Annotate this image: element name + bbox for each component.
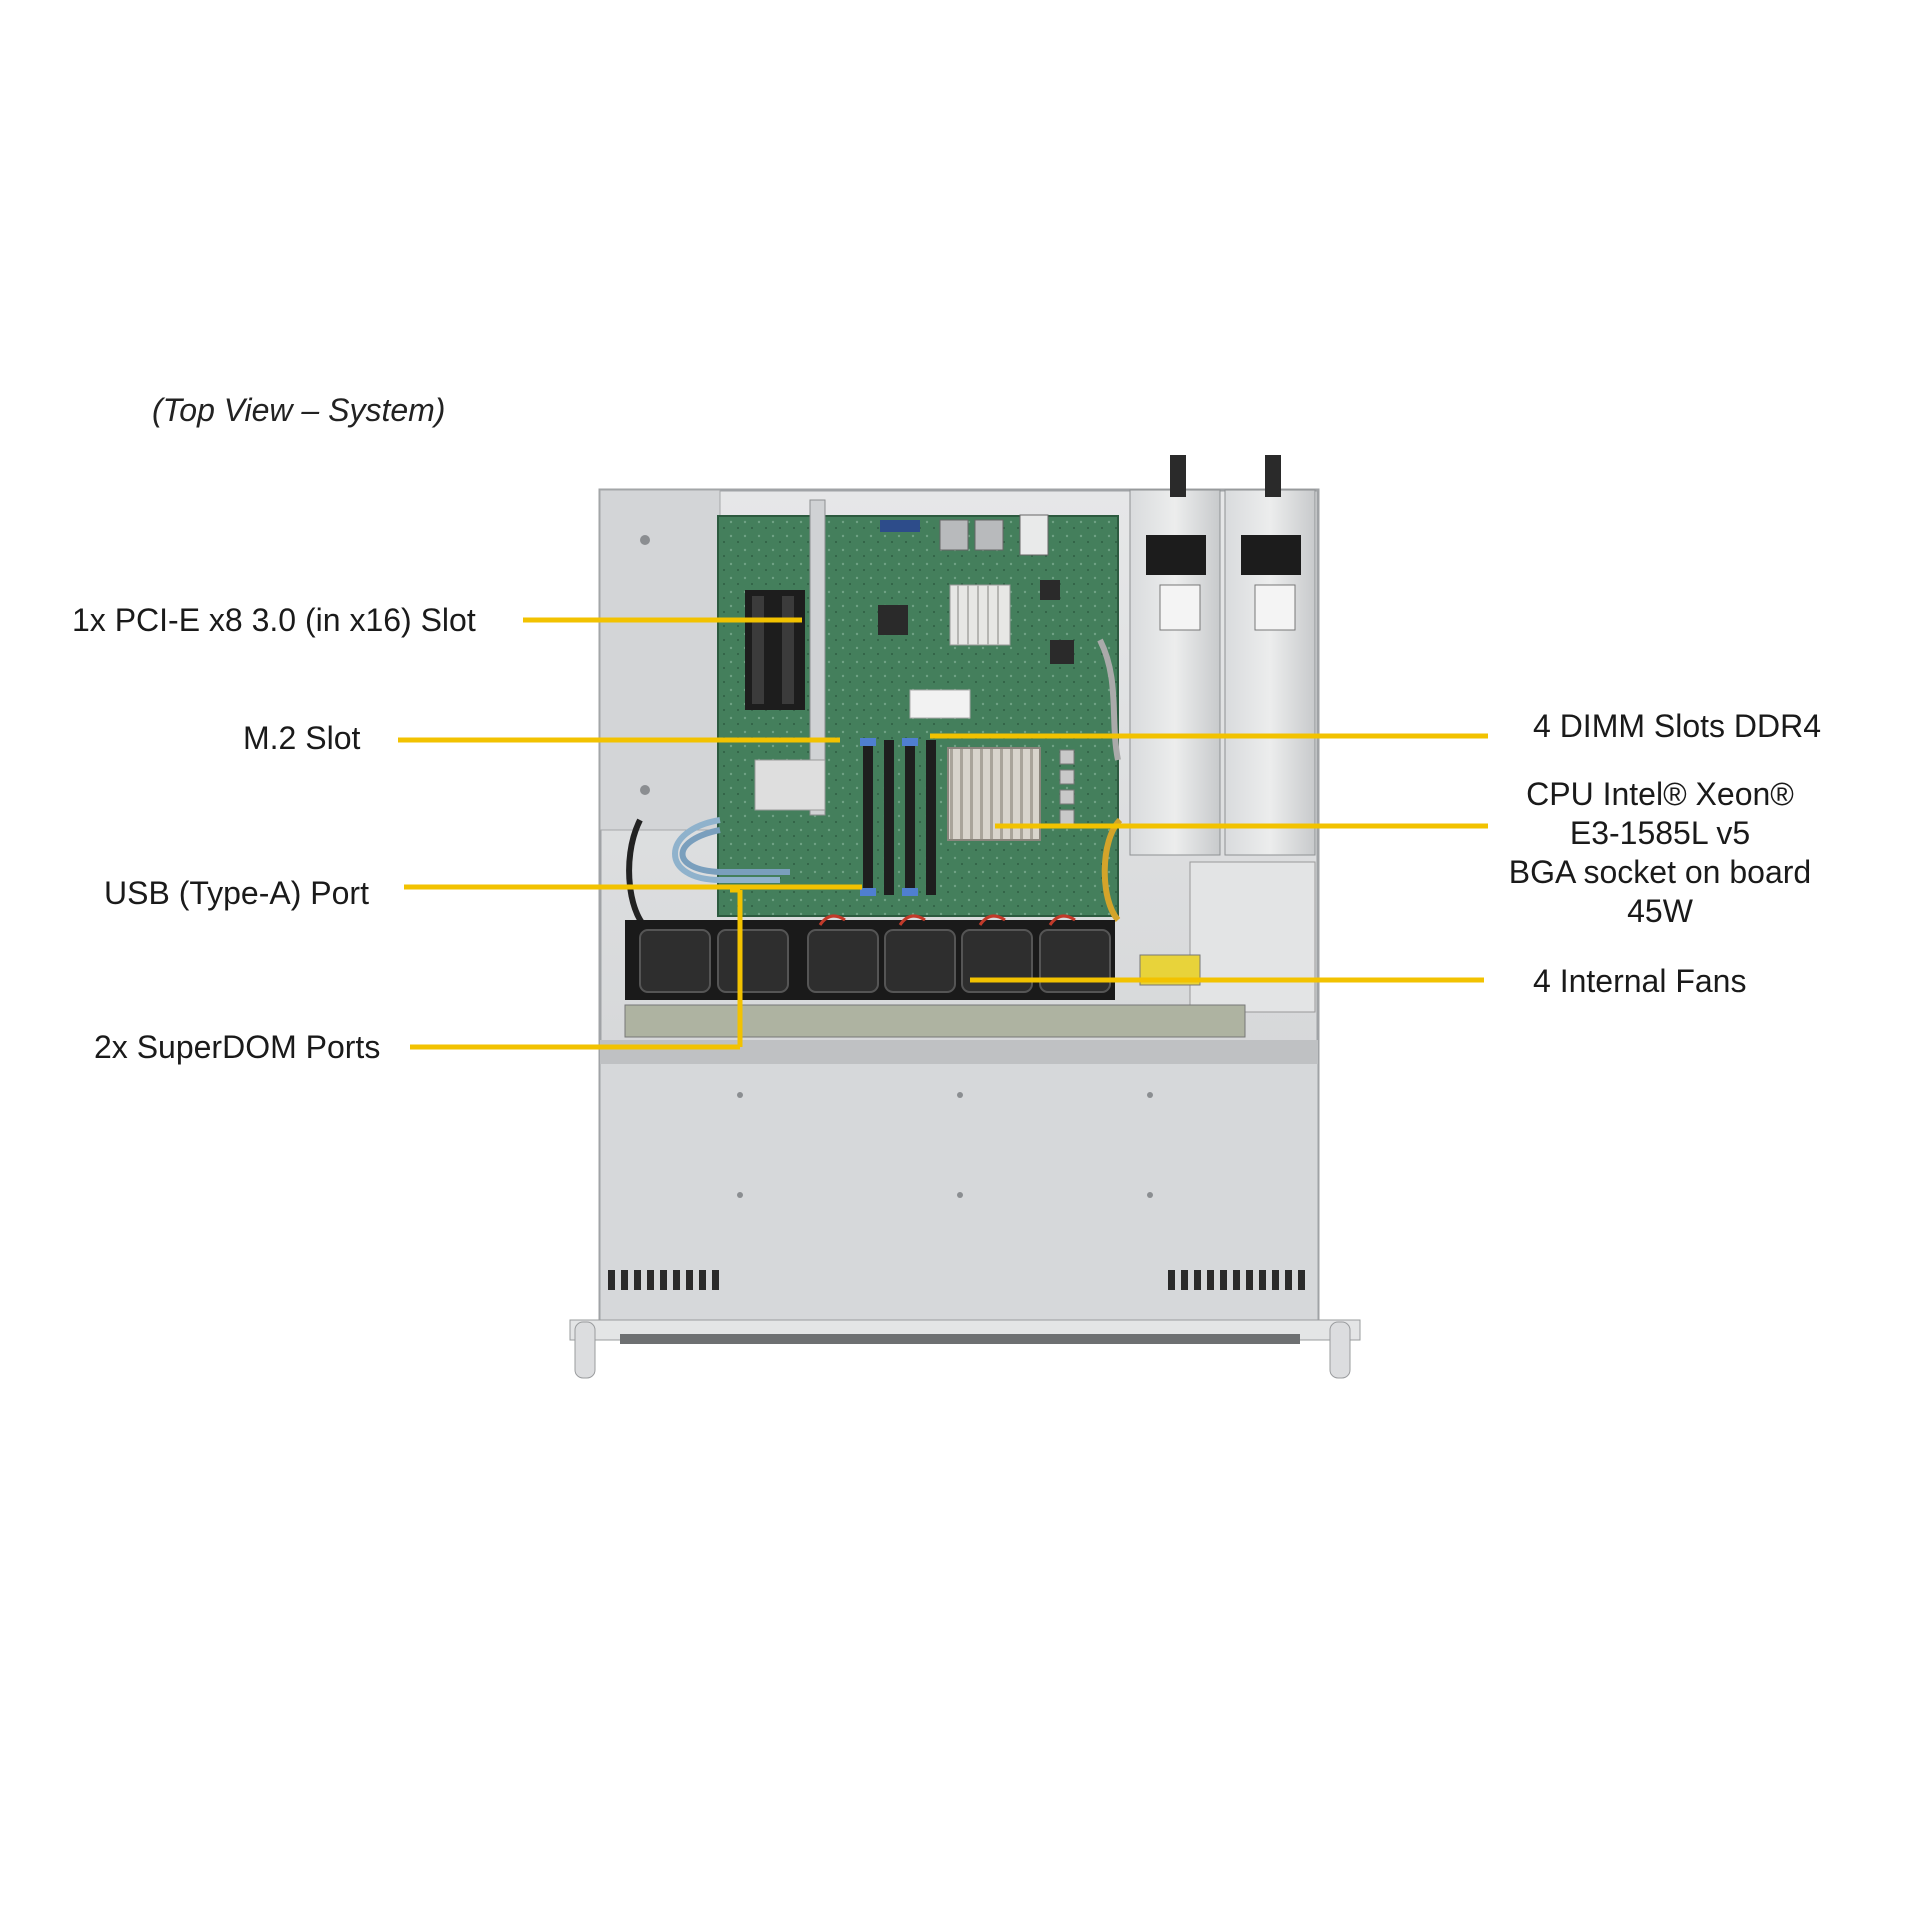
fan-icon (807, 929, 879, 993)
fan-icon (639, 929, 711, 993)
motherboard (717, 499, 1119, 917)
power-distribution-board (1189, 861, 1316, 1013)
label-internal-fans: 4 Internal Fans (1533, 963, 1747, 999)
cpu-heatsink (947, 747, 1041, 841)
fan-bay (625, 914, 1115, 1000)
label-cpu: CPU Intel® Xeon® E3-1585L v5 BGA socket … (1480, 775, 1840, 931)
dimm-slots (860, 738, 936, 896)
label-m2-slot: M.2 Slot (243, 720, 361, 756)
front-vent-right (1168, 1270, 1305, 1290)
label-dimm-slots: 4 DIMM Slots DDR4 (1533, 708, 1822, 744)
backplane (624, 1004, 1246, 1038)
label-cpu-line2: E3-1585L v5 (1569, 815, 1751, 851)
label-superdom-ports: 2x SuperDOM Ports (94, 1029, 381, 1065)
leader-lines (398, 617, 1488, 1050)
fan-icon (717, 929, 789, 993)
power-supply-2 (1224, 455, 1316, 856)
fan-icon (1039, 929, 1111, 993)
label-cpu-line3: BGA socket on board (1508, 854, 1812, 890)
label-cpu-line4: 45W (1627, 893, 1693, 929)
front-vent-left (608, 1270, 719, 1290)
label-pcie-slot: 1x PCI-E x8 3.0 (in x16) Slot (72, 602, 476, 638)
label-usb-port: USB (Type-A) Port (104, 875, 369, 911)
label-cpu-line1: CPU Intel® Xeon® (1526, 776, 1794, 812)
diagram-caption: (Top View – System) (152, 392, 446, 428)
fan-icon (961, 929, 1033, 993)
fan-icon (884, 929, 956, 993)
power-supply-1 (1129, 455, 1221, 856)
